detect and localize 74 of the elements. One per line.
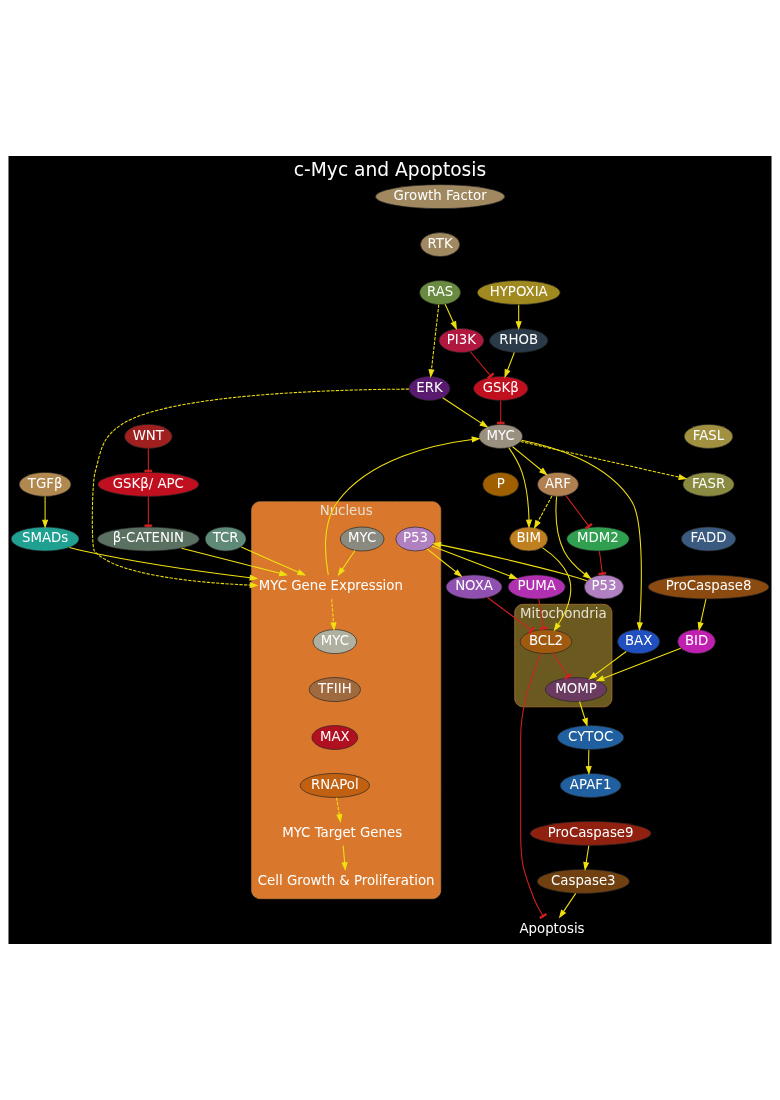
node-ellipse: P53 [395,526,436,552]
connector [469,351,495,380]
node-ellipse: MAX [311,725,359,750]
node-ellipse: CYTOC [557,725,625,750]
node-ellipse: ProCaspase8 [647,574,770,600]
arrow [181,547,289,577]
arrow [428,304,440,379]
node-text: Apoptosis [519,920,585,936]
connector [486,597,535,635]
arrow [42,496,49,529]
arrow [508,447,533,529]
node-ellipse: RAS [419,280,461,305]
node-ellipse: TCR [204,526,247,552]
node-ellipse: NOXA [445,574,503,600]
arrow [444,303,457,331]
node-ellipse: P [482,472,520,497]
node-text: MYC Gene Expression [258,578,403,594]
node-ellipse: MYC [478,424,523,449]
arrow [68,546,259,581]
node-ellipse: FASL [683,424,734,449]
arrow [697,598,707,632]
arrow [595,647,682,682]
node-ellipse: ARF [537,472,579,497]
node-ellipse: FASR [682,472,735,497]
node-ellipse: WNT [124,424,173,449]
node-ellipse: BAX [617,629,660,654]
node-ellipse: RHOB [489,328,549,353]
node-text: Cell Growth & Proliferation [257,872,435,888]
node-ellipse: BID [677,629,716,654]
node-ellipse: ERK [408,376,451,401]
arrow [91,388,410,589]
arrow [520,441,688,481]
arrow [533,495,553,529]
arrow [579,700,588,727]
arrow [541,547,572,632]
node-text: MYC Target Genes [282,824,403,840]
node-ellipse: APAF1 [559,773,622,798]
arrow [558,892,577,919]
node-ellipse: PI3K [438,328,485,353]
node-ellipse: GSKβ [473,376,529,401]
node-ellipse: BIM [509,526,549,552]
arrow [431,545,518,580]
node-ellipse: P53 [583,574,624,600]
arrow [583,845,590,871]
arrow [336,797,343,823]
arrow [512,446,548,476]
arrow [520,439,643,632]
diagram-title: c-Myc and Apoptosis [293,159,487,181]
arrow [341,845,348,871]
node-ellipse: HYPOXIA [476,280,561,305]
node-ellipse: GSKβ/ APC [97,472,200,497]
node-ellipse: Caspase3 [536,869,630,894]
node-ellipse: MYC [340,526,385,552]
arrow [426,548,463,578]
arrow [585,749,592,776]
node-ellipse: TGFβ [18,472,72,497]
arrow [324,436,481,576]
connector [552,652,572,680]
arrow [330,598,337,632]
node-ellipse: RNAPol [299,773,370,798]
node-ellipse: ProCaspase9 [529,821,652,846]
connector [520,652,548,920]
arrow [504,351,515,379]
node-ellipse: SMADs [10,526,80,552]
node-ellipse: TFIIH [308,677,361,702]
node-ellipse: FADD [681,526,737,552]
arrow [337,549,356,577]
arrow [432,541,588,582]
node-ellipse: Growth Factor [375,184,506,209]
node-ellipse: MYC [312,629,357,654]
node-ellipse: RTK [420,232,461,257]
arrow [588,650,627,680]
arrow [240,546,307,576]
arrow [442,397,489,428]
